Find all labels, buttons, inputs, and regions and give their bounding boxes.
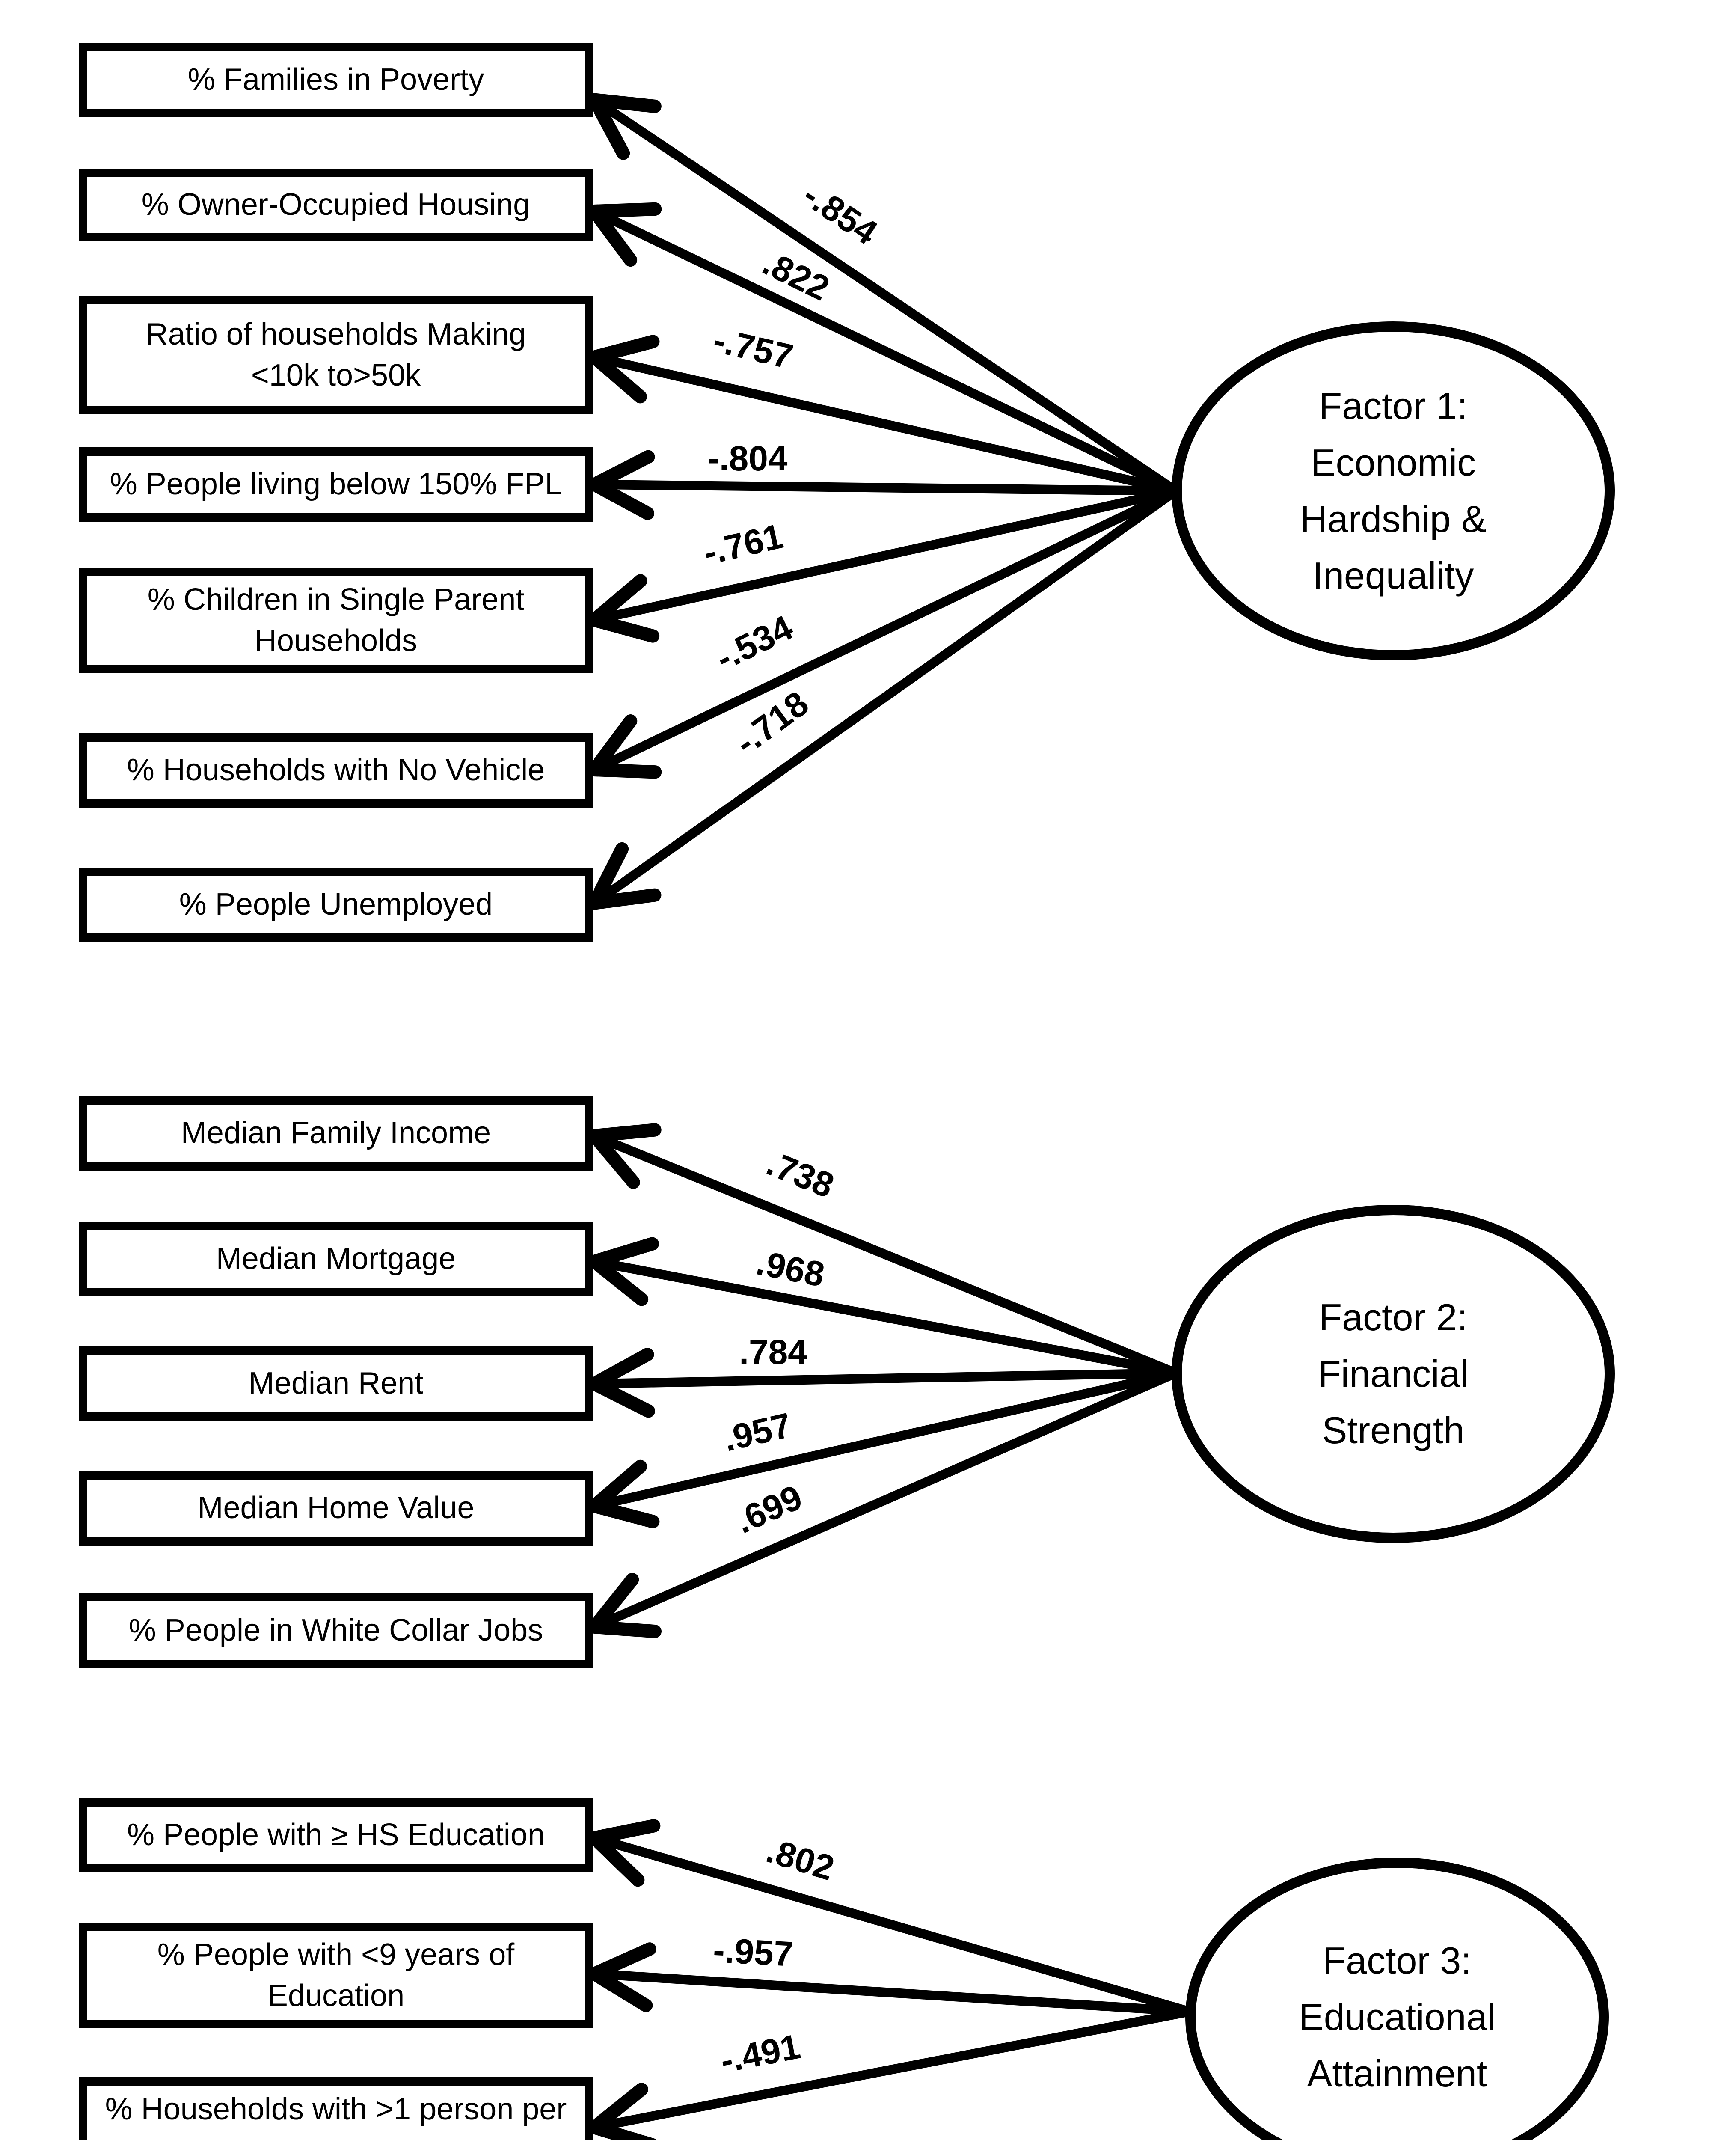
factor-label-line: Economic [1310,441,1476,484]
indicator-label: Median Home Value [197,1491,475,1525]
factor-2-ellipse: Factor 2: Financial Strength [1172,1205,1615,1543]
indicator-label: Households [254,623,418,658]
arrow-f2-median-rent [588,1348,1176,1418]
arrow-f1-below-150-fpl [588,450,1176,520]
indicator-label: % People with <9 years of [157,1938,515,1972]
factor-label-line: Inequality [1312,554,1474,597]
arrow-f3-hs-education [588,1819,1191,2016]
arrow-f2-median-family-income [588,1123,1178,1378]
factor-label-line: Factor 2: [1319,1296,1468,1338]
indicator-label: Median Rent [248,1366,424,1401]
indicator-label: % Owner-Occupied Housing [141,187,531,222]
arrow-f2-median-mortgage [588,1237,1177,1378]
indicator-box-median-mortgage: Median Mortgage [79,1222,593,1296]
indicator-label: % People Unemployed [179,887,493,922]
indicator-box-under-9-years-education: % People with <9 years of Education [79,1923,593,2028]
loading-label-median-rent: .784 [739,1333,807,1372]
arrow-f2-median-home-value [588,1368,1177,1528]
indicator-label: Median Mortgage [216,1242,456,1276]
indicator-label: % People with ≥ HS Education [127,1818,545,1852]
indicator-box-unemployed: % People Unemployed [79,868,593,942]
arrow-f1-families-in-poverty [588,93,1179,495]
factor-1-ellipse: Factor 1: Economic Hardship & Inequality [1172,321,1615,660]
indicator-box-single-parent-children: % Children in Single Parent Households [79,568,593,673]
indicator-label: Education [267,1978,405,2013]
indicator-label: Median Family Income [181,1116,491,1150]
factor-label-line: Strength [1322,1409,1465,1451]
indicator-label: % Families in Poverty [187,62,484,97]
indicator-box-median-home-value: Median Home Value [79,1471,593,1546]
indicator-label: % People in White Collar Jobs [128,1613,543,1647]
factor-label-line: Financial [1318,1352,1469,1395]
factor-label-line: Hardship & [1300,498,1487,540]
indicator-box-below-150-fpl: % People living below 150% FPL [79,447,593,522]
indicator-label: Ratio of households Making [145,317,526,352]
arrow-f3-under-9-years-education [588,1942,1190,2016]
arrow-f1-single-parent-children [588,486,1177,643]
factor-label-line: Factor 1: [1319,385,1468,427]
arrow-f1-no-vehicle [588,487,1178,779]
factor-label-line: Educational [1299,1995,1496,2038]
arrow-f2-white-collar-jobs [588,1368,1178,1638]
indicator-label: % Households with No Vehicle [127,753,545,788]
indicator-box-over-1-person-per-room: % Households with >1 person per room [79,2077,593,2140]
indicator-box-income-ratio: Ratio of households Making <10k to>50k [79,296,593,414]
indicator-box-families-in-poverty: % Families in Poverty [79,43,593,117]
arrow-f1-unemployed [588,487,1179,910]
indicator-box-hs-education: % People with ≥ HS Education [79,1798,593,1872]
arrow-f3-over-1-person-per-room [588,2007,1191,2140]
loading-label-below-150-fpl: -.804 [707,439,788,478]
arrow-f1-income-ratio [588,335,1177,496]
indicator-label: <10k to>50k [251,358,421,392]
indicator-label: % People living below 150% FPL [110,467,562,502]
indicator-label: % Households with >1 person per [105,2092,567,2127]
indicator-label: % Children in Single Parent [147,583,525,617]
factor-label-line: Factor 3: [1323,1939,1472,1982]
indicator-box-owner-occupied-housing: % Owner-Occupied Housing [79,169,593,241]
indicator-box-no-vehicle: % Households with No Vehicle [79,733,593,808]
arrow-f1-owner-occupied-housing [588,202,1178,495]
indicator-box-median-rent: Median Rent [79,1346,593,1421]
indicator-label: room [301,2130,371,2140]
factor-label-line: Attainment [1307,2052,1487,2095]
loading-label-under-9-years-education: -.957 [712,1931,794,1974]
indicator-box-median-family-income: Median Family Income [79,1096,593,1171]
indicator-box-white-collar-jobs: % People in White Collar Jobs [79,1593,593,1668]
